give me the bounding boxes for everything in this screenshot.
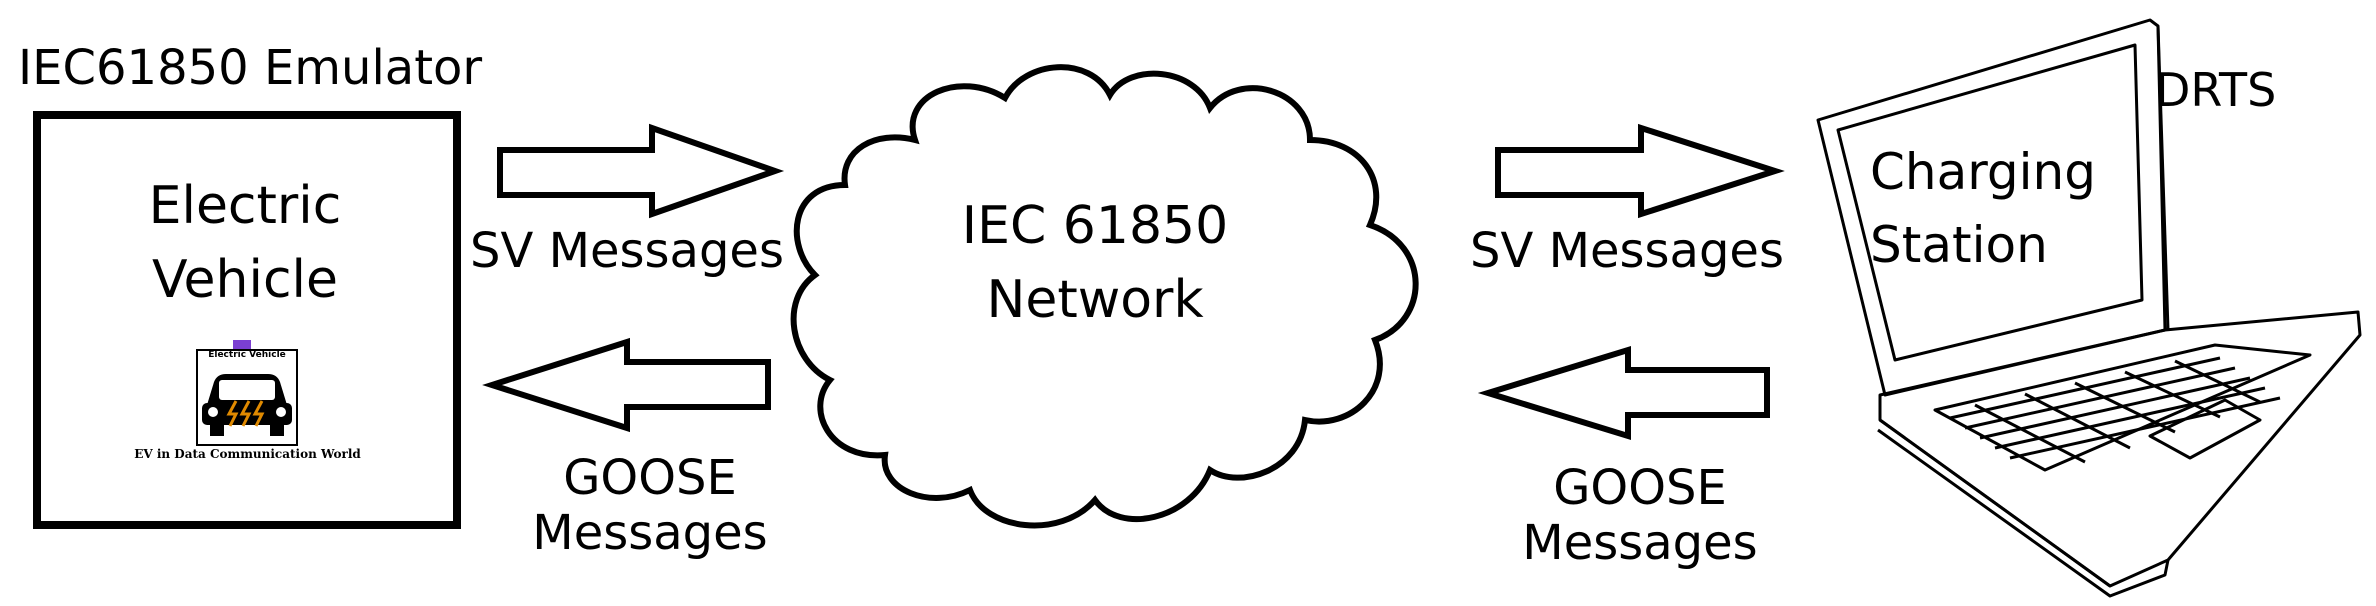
ev-logo-top-text: Electric Vehicle [208,350,286,360]
ev-box-label-line1: Electric [148,176,342,236]
logo-accent [233,340,251,349]
ev-box-label-line2: Vehicle [152,250,338,310]
left-sv-arrow [497,123,785,219]
network-label-line1: IEC 61850 [961,196,1229,256]
network-label-line2: Network [986,270,1204,330]
ev-emulator-box [33,111,461,529]
station-label-line1: Charging [1870,143,2096,201]
station-label-line2: Station [1870,216,2048,274]
right-goose-label-line2: Messages [1522,515,1758,571]
right-sv-label: SV Messages [1470,223,1784,279]
right-sv-arrow [1495,123,1785,219]
left-goose-label-line1: GOOSE [563,450,737,506]
left-goose-arrow [482,337,771,433]
ev-logo-icon [196,340,298,446]
right-goose-label-line1: GOOSE [1553,460,1727,516]
network-cloud-icon [790,64,1419,529]
emulator-title: IEC61850 Emulator [18,40,483,96]
ev-logo-bottom-text: EV in Data Communication World [134,447,361,461]
left-sv-label: SV Messages [470,223,784,279]
left-goose-label-line2: Messages [532,505,768,561]
rtds-label: DRTS [2155,63,2277,117]
right-goose-arrow [1477,345,1770,441]
laptop-icon [1816,18,2362,598]
